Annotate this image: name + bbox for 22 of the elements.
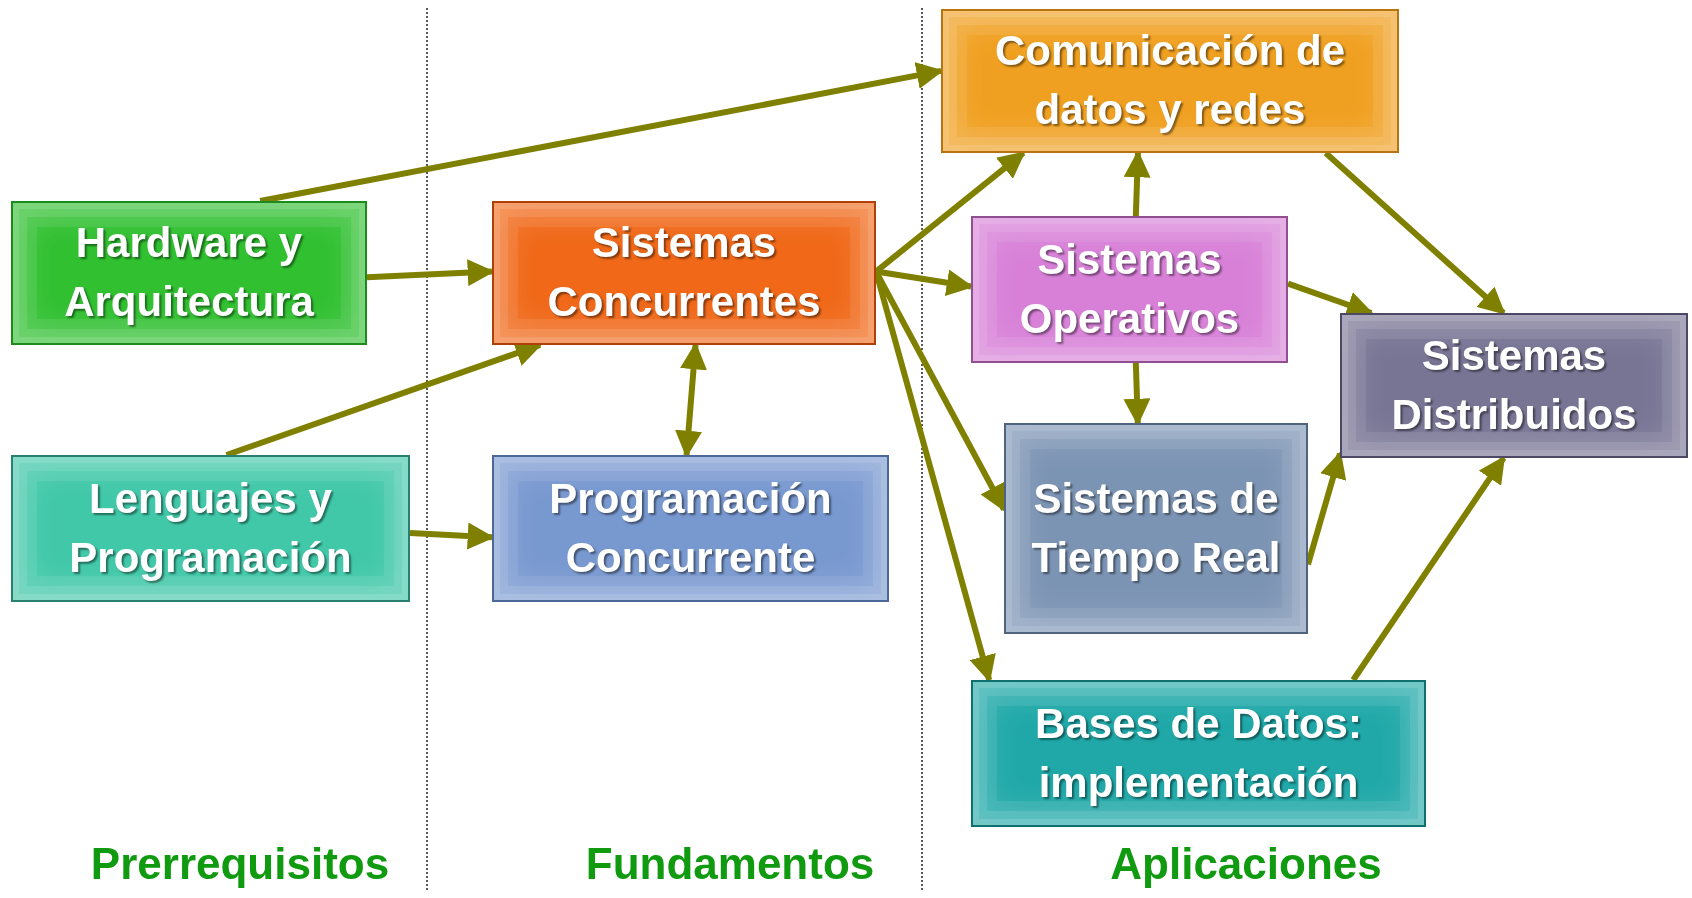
topic-box [941,9,1399,153]
topic-label: Programación Concurrente [548,473,833,583]
topic-label: Lenguajes y Programación [68,473,353,583]
topic-box [492,455,889,602]
column-heading: Fundamentos [585,842,875,886]
topic-label: Sistemas de Tiempo Real [1030,473,1282,583]
topic-box [971,216,1288,363]
topic-box [11,201,367,345]
topic-label: Sistemas Concurrentes [546,218,822,327]
topic-box [1340,313,1688,458]
topic-box [492,201,876,345]
column-heading: Prerrequisitos [90,842,390,886]
arrow [1123,362,1151,426]
topic-label: Comunicación de datos y redes [993,26,1347,135]
column-heading: Aplicaciones [1110,842,1382,886]
topic-box [11,455,410,602]
topic-box [971,680,1426,827]
topic-label: Bases de Datos: implementación [1034,698,1363,808]
topic-label: Hardware y Arquitectura [63,218,315,327]
topic-label: Sistemas Distribuidos [1390,330,1638,440]
topic-label: Sistemas Operativos [1018,234,1241,344]
topic-box [1004,423,1308,634]
